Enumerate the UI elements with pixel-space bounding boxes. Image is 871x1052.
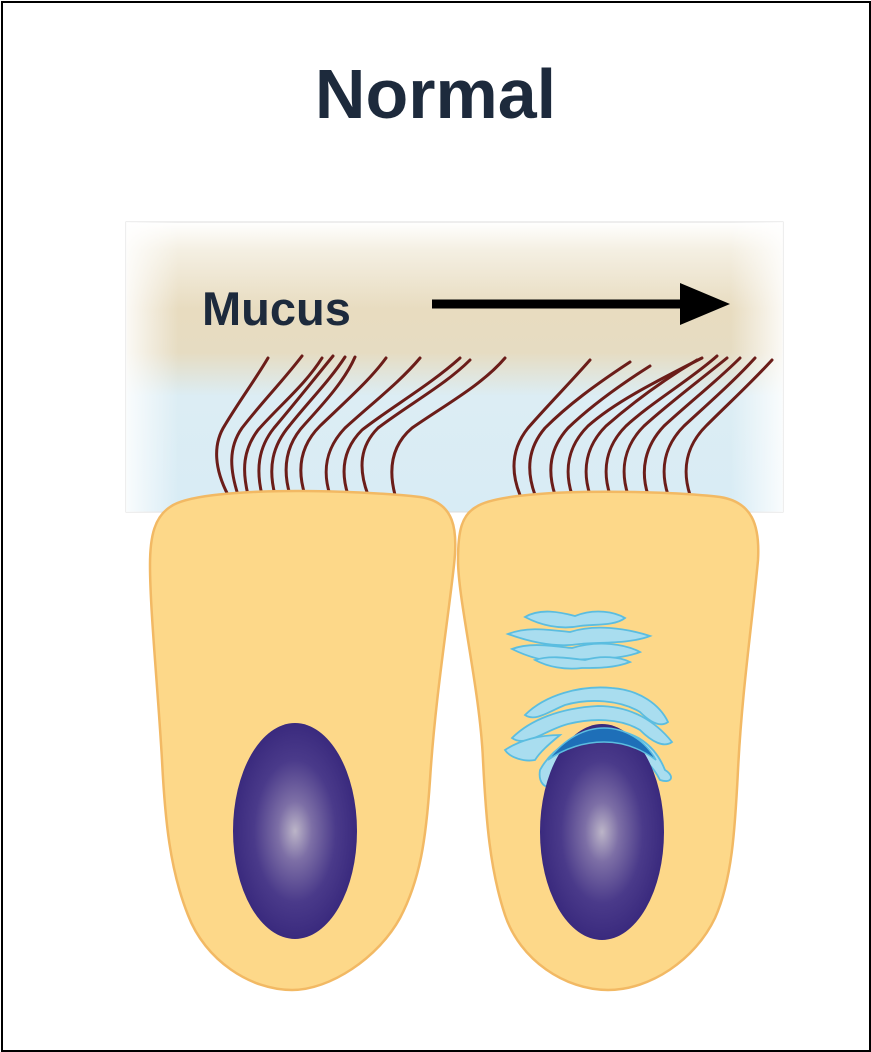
ciliated-cell-left: [150, 491, 455, 990]
secretory-cell-right: [458, 492, 758, 990]
mucus-label: Mucus: [202, 282, 351, 335]
nucleus-left: [233, 723, 357, 939]
nucleus-right: [540, 724, 664, 940]
